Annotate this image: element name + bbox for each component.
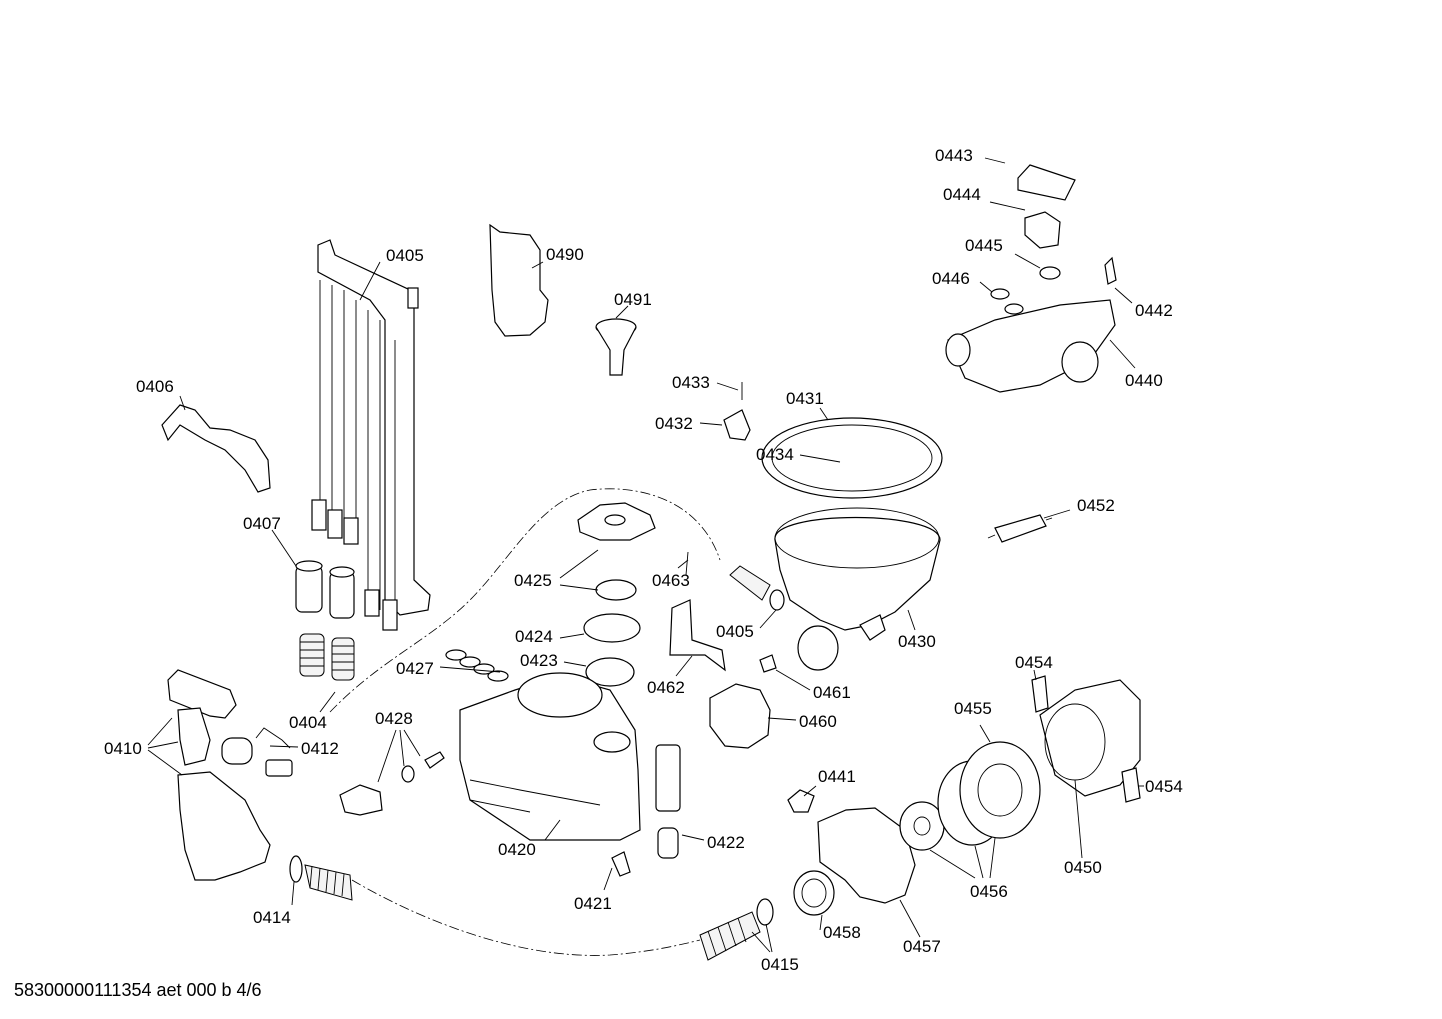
label-0410: 0410 — [104, 739, 142, 758]
label-0420: 0420 — [498, 840, 536, 859]
label-0445: 0445 — [965, 236, 1003, 255]
clip-0454-top — [1031, 675, 1049, 713]
hose-manifold-part — [311, 239, 431, 631]
label-0406: 0406 — [136, 377, 174, 396]
corrugated-hose-part — [729, 565, 785, 611]
ring-part — [595, 579, 637, 601]
label-0452: 0452 — [1077, 496, 1115, 515]
label-0412: 0412 — [301, 739, 339, 758]
seal-ring-part — [585, 657, 635, 687]
o-ring-0446a — [990, 288, 1010, 300]
label-0407: 0407 — [243, 514, 281, 533]
spring-parts — [299, 633, 355, 681]
sump-part — [761, 417, 943, 671]
clip-small-part — [611, 851, 631, 877]
shaft-seal-part — [793, 870, 835, 916]
label-0428: 0428 — [375, 709, 413, 728]
label-0431: 0431 — [786, 389, 824, 408]
sleeve-parts — [295, 560, 355, 619]
cover-part — [161, 404, 271, 493]
dashed-routing-line — [351, 879, 701, 956]
sensor-part — [655, 744, 681, 859]
water-softener-part — [459, 672, 641, 841]
cartridge-part — [987, 514, 1053, 543]
label-0422: 0422 — [707, 833, 745, 852]
label-0491: 0491 — [614, 290, 652, 309]
inlet-hose-part — [699, 898, 774, 961]
label-0425: 0425 — [514, 571, 552, 590]
hose-clamp-part — [787, 789, 815, 813]
valve-block-0440-part — [945, 299, 1116, 393]
label-0463: 0463 — [652, 571, 690, 590]
label-0456: 0456 — [970, 882, 1008, 901]
part-labels: 0405 0490 0491 0406 0407 0404 0410 0412 … — [104, 146, 1183, 974]
label-0441: 0441 — [818, 767, 856, 786]
label-0490: 0490 — [546, 245, 584, 264]
label-0455: 0455 — [954, 699, 992, 718]
label-0444: 0444 — [943, 185, 981, 204]
clamp-part — [759, 654, 777, 673]
label-0443: 0443 — [935, 146, 973, 165]
label-0430: 0430 — [898, 632, 936, 651]
label-0461: 0461 — [813, 683, 851, 702]
ring-nut-part — [583, 613, 641, 643]
dashed-routing-line — [329, 488, 721, 713]
holder-part — [723, 409, 751, 441]
label-0414: 0414 — [253, 908, 291, 927]
label-0450: 0450 — [1064, 858, 1102, 877]
label-0458: 0458 — [823, 923, 861, 942]
document-code: 58300000111354 aet 000 b 4/6 — [14, 980, 262, 1000]
gasket-parts — [445, 649, 509, 682]
connector-0444-part — [1024, 211, 1061, 249]
o-ring-0446b — [1004, 303, 1024, 315]
label-0462: 0462 — [647, 678, 685, 697]
label-0405b: 0405 — [716, 622, 754, 641]
label-0427: 0427 — [396, 659, 434, 678]
label-0442: 0442 — [1135, 301, 1173, 320]
terminal-0442-part — [1104, 256, 1117, 285]
label-0460: 0460 — [799, 712, 837, 731]
pump-motor-unit-part — [709, 683, 771, 749]
label-0421: 0421 — [574, 894, 612, 913]
label-0405a: 0405 — [386, 246, 424, 265]
label-0424: 0424 — [515, 627, 553, 646]
funnel-part — [595, 318, 637, 376]
heater-part — [959, 741, 1041, 839]
label-0432: 0432 — [655, 414, 693, 433]
label-0423: 0423 — [520, 651, 558, 670]
leader-lines — [147, 157, 1144, 953]
clip-part — [255, 727, 291, 749]
jug-part — [489, 223, 549, 337]
label-0415: 0415 — [761, 955, 799, 974]
label-0454b: 0454 — [1145, 777, 1183, 796]
switch-assembly-part — [167, 669, 293, 881]
label-0440: 0440 — [1125, 371, 1163, 390]
label-0454a: 0454 — [1015, 653, 1053, 672]
cover-0443-part — [1017, 164, 1076, 201]
pump-housing-part — [817, 807, 916, 904]
valve-parts — [339, 751, 445, 816]
drain-hose-part — [289, 855, 353, 901]
cap-part — [577, 502, 656, 541]
label-0404: 0404 — [289, 713, 327, 732]
screw-part — [685, 551, 689, 576]
label-0433: 0433 — [672, 373, 710, 392]
bracket-part — [669, 599, 726, 672]
clip-0454-right — [1121, 767, 1141, 803]
label-0434: 0434 — [756, 445, 794, 464]
o-ring-0445 — [1039, 266, 1061, 280]
label-0446: 0446 — [932, 269, 970, 288]
label-0457: 0457 — [903, 937, 941, 956]
